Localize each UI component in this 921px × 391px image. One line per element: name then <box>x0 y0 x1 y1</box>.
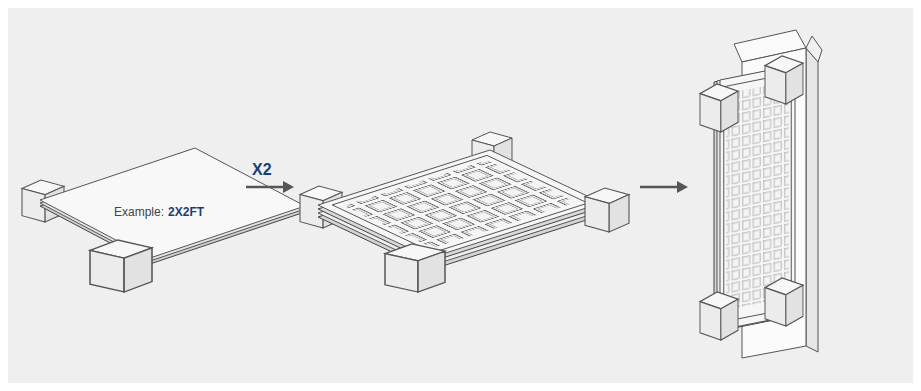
panel-in-carton <box>700 30 822 358</box>
arrow <box>640 181 688 193</box>
size-label: 2X2FT <box>168 205 204 219</box>
stacked-grid-panels <box>300 132 629 292</box>
arrow <box>246 181 294 193</box>
flat-panel <box>22 148 305 292</box>
example-label: Example: <box>114 205 164 219</box>
background-panel <box>8 8 913 383</box>
quantity-label: X2 <box>252 160 272 179</box>
